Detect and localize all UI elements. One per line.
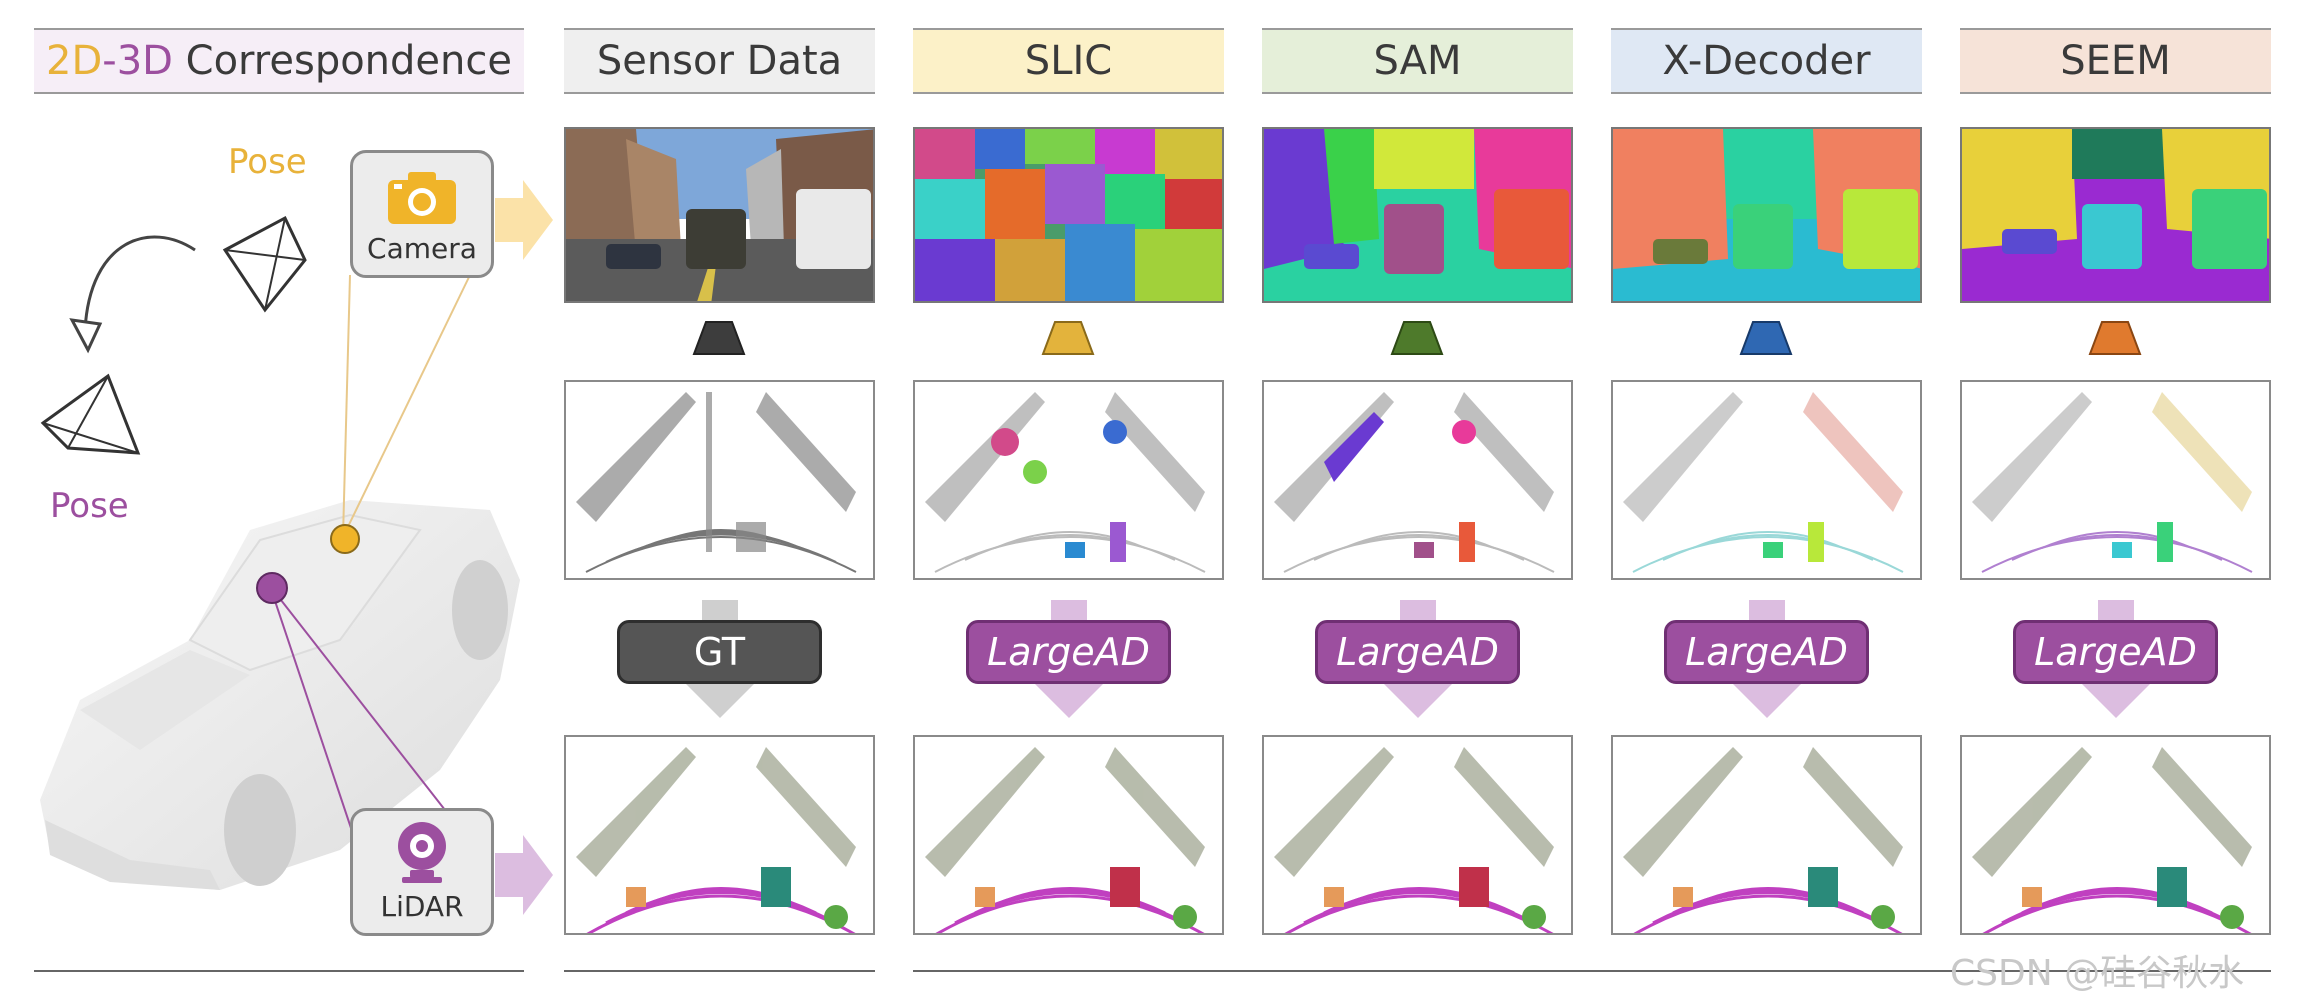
sam-segmentation-image bbox=[1262, 127, 1573, 303]
header-sensor-data: Sensor Data bbox=[564, 28, 875, 94]
bottom-rule-methods bbox=[913, 970, 2271, 972]
largead-text-sam: LargeAD bbox=[1336, 630, 1499, 674]
seem-segmentation-image bbox=[1960, 127, 2271, 303]
header-seem: SEEM bbox=[1960, 28, 2271, 94]
pointcloud-sam-features bbox=[1262, 380, 1573, 580]
largead-label-slic: LargeAD bbox=[966, 620, 1171, 684]
header-correspondence: 2D-3D Correspondence bbox=[34, 28, 524, 94]
pointcloud-sam-prediction bbox=[1262, 735, 1573, 935]
pointcloud-x-decoder-prediction bbox=[1611, 735, 1922, 935]
largead-label-x-decoder: LargeAD bbox=[1664, 620, 1869, 684]
header-sam-label: SAM bbox=[1373, 38, 1462, 84]
largead-text-x-decoder: LargeAD bbox=[1685, 630, 1848, 674]
largead-text-seem: LargeAD bbox=[2034, 630, 2197, 674]
camera-icon bbox=[388, 172, 456, 224]
largead-label-seem: LargeAD bbox=[2013, 620, 2218, 684]
pose-label-bottom: Pose bbox=[50, 486, 129, 526]
header-slic: SLIC bbox=[913, 28, 1224, 94]
lidar-label: LiDAR bbox=[380, 890, 464, 923]
camera-label: Camera bbox=[367, 232, 477, 265]
camera-frustum-icon-bottom bbox=[40, 373, 141, 455]
sensor-data-encoder-icon bbox=[692, 321, 746, 355]
header-2d: 2D bbox=[46, 38, 103, 84]
pointcloud-raw bbox=[564, 380, 875, 580]
sam-encoder-icon bbox=[1390, 321, 1444, 355]
x-decoder-encoder-icon bbox=[1739, 321, 1793, 355]
camera-mount-dot bbox=[330, 524, 360, 554]
watermark: CSDN @硅谷秋水 bbox=[1950, 953, 2245, 994]
seem-encoder-icon bbox=[2088, 321, 2142, 355]
header-seem-label: SEEM bbox=[2060, 38, 2171, 84]
header-dash: - bbox=[102, 38, 117, 84]
pointcloud-gt bbox=[564, 735, 875, 935]
header-correspondence-label: Correspondence bbox=[172, 38, 512, 84]
pointcloud-seem-prediction bbox=[1960, 735, 2271, 935]
header-xdecoder-label: X-Decoder bbox=[1662, 38, 1871, 84]
gt-label: GT bbox=[617, 620, 822, 684]
lidar-icon bbox=[398, 822, 446, 883]
header-slic-label: SLIC bbox=[1024, 38, 1113, 84]
camera-image bbox=[564, 127, 875, 303]
header-sam: SAM bbox=[1262, 28, 1573, 94]
lidar-to-pointcloud-arrow bbox=[495, 835, 553, 915]
lidar-sensor-box: LiDAR bbox=[350, 808, 494, 936]
header-sensor-label: Sensor Data bbox=[596, 38, 843, 84]
pointcloud-seem-features bbox=[1960, 380, 2271, 580]
header-x-decoder: X-Decoder bbox=[1611, 28, 1922, 94]
pointcloud-slic-features bbox=[913, 380, 1224, 580]
slic-segmentation-image bbox=[913, 127, 1224, 303]
bottom-rule-sensor bbox=[564, 970, 875, 972]
connection-lines bbox=[269, 274, 471, 856]
pose-transform-arrow bbox=[69, 235, 196, 354]
x-decoder-segmentation-image bbox=[1611, 127, 1922, 303]
camera-to-image-arrow bbox=[495, 180, 553, 260]
bottom-rule-left bbox=[34, 970, 524, 972]
car-illustration bbox=[40, 500, 520, 890]
camera-sensor-box: Camera bbox=[350, 150, 494, 278]
gt-text: GT bbox=[693, 630, 746, 674]
header-3d: 3D bbox=[116, 38, 173, 84]
camera-frustum-icon-top bbox=[222, 215, 307, 313]
pointcloud-slic-prediction bbox=[913, 735, 1224, 935]
largead-label-sam: LargeAD bbox=[1315, 620, 1520, 684]
largead-text-slic: LargeAD bbox=[987, 630, 1150, 674]
pointcloud-x-decoder-features bbox=[1611, 380, 1922, 580]
pose-label-top: Pose bbox=[228, 142, 307, 182]
lidar-mount-dot bbox=[256, 572, 288, 604]
slic-encoder-icon bbox=[1041, 321, 1095, 355]
